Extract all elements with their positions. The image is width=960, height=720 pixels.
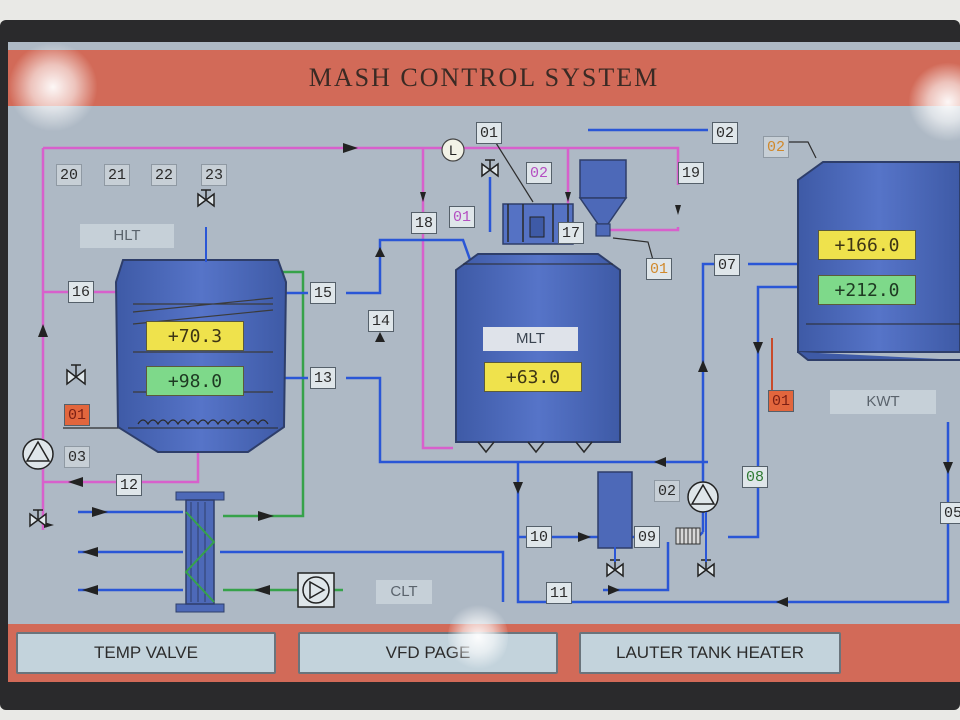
valve-icon-grant[interactable]: [606, 559, 624, 578]
title-bar: MASH CONTROL SYSTEM: [8, 50, 960, 106]
kwt-setpoint-readout[interactable]: +166.0: [818, 230, 916, 260]
tag-02-top[interactable]: 02: [712, 122, 739, 144]
kwt-actual-readout[interactable]: +212.0: [818, 275, 916, 305]
hmi-screen: MASH CONTROL SYSTEM: [8, 42, 960, 682]
tag-02-kwt[interactable]: 02: [763, 136, 790, 158]
hlt-label: HLT: [80, 224, 174, 248]
temp-valve-button[interactable]: TEMP VALVE: [16, 632, 276, 674]
pump-icon-clt[interactable]: [297, 572, 335, 608]
tag-22[interactable]: 22: [151, 164, 178, 186]
lauter-tank-heater-button[interactable]: LAUTER TANK HEATER: [579, 632, 841, 674]
pump-icon-hlt[interactable]: [22, 438, 54, 470]
hlt-vessel: [114, 227, 288, 453]
tag-14[interactable]: 14: [368, 310, 395, 332]
valve-icon-hlt-top[interactable]: [197, 189, 215, 208]
tag-02-pump[interactable]: 02: [654, 480, 681, 502]
tag-17[interactable]: 17: [558, 222, 585, 244]
valve-icon-pump[interactable]: [697, 559, 715, 578]
tag-10[interactable]: 10: [526, 526, 553, 548]
tag-01-orange[interactable]: 01: [646, 258, 673, 280]
pump-icon-wort[interactable]: [687, 481, 719, 513]
bottom-nav-bar: TEMP VALVE VFD PAGE LAUTER TANK HEATER: [8, 624, 960, 682]
tag-07[interactable]: 07: [714, 254, 741, 276]
tag-18[interactable]: 18: [411, 212, 438, 234]
hlt-setpoint-readout[interactable]: +70.3: [146, 321, 244, 351]
flow-arrows: [38, 143, 953, 607]
tag-12[interactable]: 12: [116, 474, 143, 496]
hlt-actual-readout[interactable]: +98.0: [146, 366, 244, 396]
tag-02-pink[interactable]: 02: [526, 162, 553, 184]
tag-09[interactable]: 09: [634, 526, 661, 548]
clt-label: CLT: [376, 580, 432, 604]
tag-01-hlt-heater[interactable]: 01: [64, 404, 91, 426]
tag-16[interactable]: 16: [68, 281, 95, 303]
tag-15[interactable]: 15: [310, 282, 337, 304]
level-indicator-icon[interactable]: L: [441, 138, 465, 162]
tag-13[interactable]: 13: [310, 367, 337, 389]
valve-icon-drain[interactable]: [29, 509, 47, 528]
vfd-page-button[interactable]: VFD PAGE: [298, 632, 558, 674]
mlt-temp-readout[interactable]: +63.0: [484, 362, 582, 392]
tag-21[interactable]: 21: [104, 164, 131, 186]
mlt-label: MLT: [483, 327, 578, 351]
level-indicator-label: L: [449, 142, 457, 158]
tag-01-pink[interactable]: 01: [449, 206, 476, 228]
heat-exchanger: [175, 491, 225, 613]
inline-heater-icon: [675, 527, 701, 545]
tag-19[interactable]: 19: [678, 162, 705, 184]
tag-20[interactable]: 20: [56, 164, 83, 186]
tag-11[interactable]: 11: [546, 582, 573, 604]
grain-hopper: [578, 159, 628, 237]
tag-03[interactable]: 03: [64, 446, 91, 468]
tag-08[interactable]: 08: [742, 466, 769, 488]
tag-01-top[interactable]: 01: [476, 122, 503, 144]
tag-05[interactable]: 05: [940, 502, 960, 524]
valve-icon-mlt-top[interactable]: [481, 159, 499, 178]
kwt-vessel: [797, 161, 960, 361]
valve-icon-hlt-side[interactable]: [66, 364, 86, 386]
tag-23[interactable]: 23: [201, 164, 228, 186]
kwt-label: KWT: [830, 390, 936, 414]
page-title: MASH CONTROL SYSTEM: [308, 63, 660, 92]
tag-01-kwt-heater[interactable]: 01: [768, 390, 795, 412]
grant-tank: [597, 471, 633, 549]
